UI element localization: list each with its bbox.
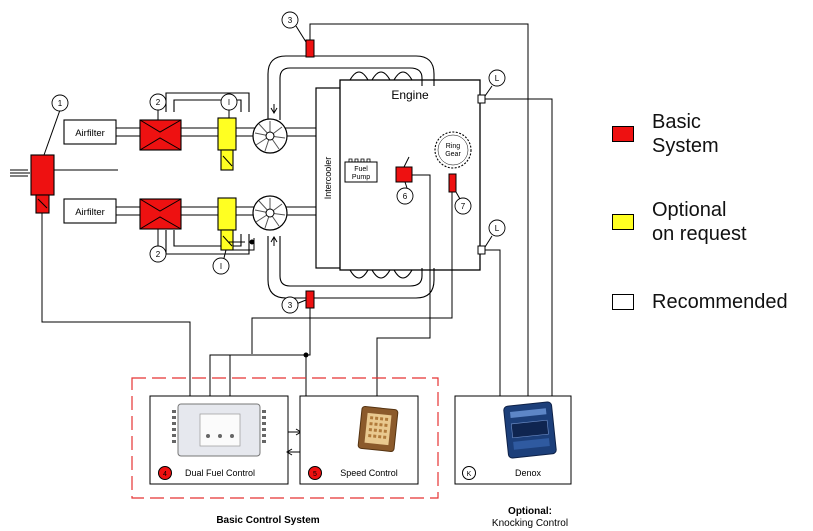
svg-text:3: 3 — [288, 16, 293, 25]
svg-text:L: L — [495, 74, 500, 83]
svg-text:1: 1 — [58, 99, 63, 108]
svg-text:2: 2 — [156, 98, 161, 107]
knock-sensor-bottom — [478, 246, 485, 254]
denox-label: Denox — [515, 468, 542, 478]
svg-text:4: 4 — [163, 471, 167, 478]
legend-label: Recommended — [652, 290, 788, 314]
svg-text:5: 5 — [313, 471, 317, 478]
airfilter-top: Airfilter — [64, 120, 116, 144]
legend-swatch-white — [612, 294, 634, 310]
svg-text:Fuel: Fuel — [354, 166, 368, 173]
optional-caption-subtitle: Knocking Control — [492, 518, 568, 529]
speed-control-unit: 5 Speed Control — [300, 396, 418, 484]
svg-text:Ring: Ring — [446, 143, 461, 150]
ring-gear: Ring Gear — [435, 132, 471, 168]
svg-text:I: I — [220, 262, 222, 271]
legend-swatch-red — [612, 126, 634, 142]
speed-control-label: Speed Control — [340, 468, 398, 478]
dual-fuel-control-label: Dual Fuel Control — [185, 468, 255, 478]
svg-text:K: K — [467, 471, 472, 478]
svg-text:3: 3 — [288, 301, 293, 310]
engine-label: Engine — [391, 88, 429, 102]
svg-text:2: 2 — [156, 250, 161, 259]
svg-text:Gear: Gear — [445, 151, 461, 158]
gas-valve-1 — [31, 155, 54, 213]
sensor-3-top — [306, 40, 314, 57]
legend: Basic System Optional on request Recomme… — [612, 0, 812, 531]
svg-text:I: I — [228, 98, 230, 107]
svg-text:Pump: Pump — [352, 174, 370, 181]
legend-swatch-yellow — [612, 214, 634, 230]
turbocharger-bottom — [253, 196, 287, 230]
svg-text:6: 6 — [403, 192, 408, 201]
dual-fuel-control-device — [172, 404, 266, 456]
basic-control-system-caption: Basic Control System — [216, 515, 319, 526]
legend-item-recommended: Recommended — [612, 290, 788, 314]
dual-fuel-control-unit: 4 Dual Fuel Control — [150, 396, 288, 484]
svg-text:Airfilter: Airfilter — [75, 128, 105, 139]
denox-device — [503, 402, 556, 459]
speed-pickup-7 — [449, 174, 456, 192]
denox-unit: K Denox — [455, 396, 571, 484]
fuel-actuator-6 — [396, 167, 412, 182]
throttle-top — [218, 118, 236, 170]
legend-label: Optional on request — [652, 198, 747, 246]
legend-label: Basic System — [652, 110, 719, 158]
gas-mixer-bottom — [140, 199, 181, 229]
optional-caption-title: Optional: — [508, 506, 552, 517]
sensor-3-bottom — [306, 291, 314, 308]
airfilter-bottom: Airfilter — [64, 199, 116, 223]
legend-item-basic-system: Basic System — [612, 110, 719, 158]
speed-control-device — [358, 406, 398, 452]
legend-item-optional: Optional on request — [612, 198, 747, 246]
gas-mixer-top — [140, 120, 181, 150]
intercooler-label: Intercooler — [323, 157, 333, 200]
svg-text:7: 7 — [461, 202, 466, 211]
turbocharger-top — [253, 119, 287, 153]
svg-text:Airfilter: Airfilter — [75, 207, 105, 218]
knock-sensor-top — [478, 95, 485, 103]
fuel-pump: Fuel Pump — [345, 159, 377, 182]
svg-text:L: L — [495, 224, 500, 233]
